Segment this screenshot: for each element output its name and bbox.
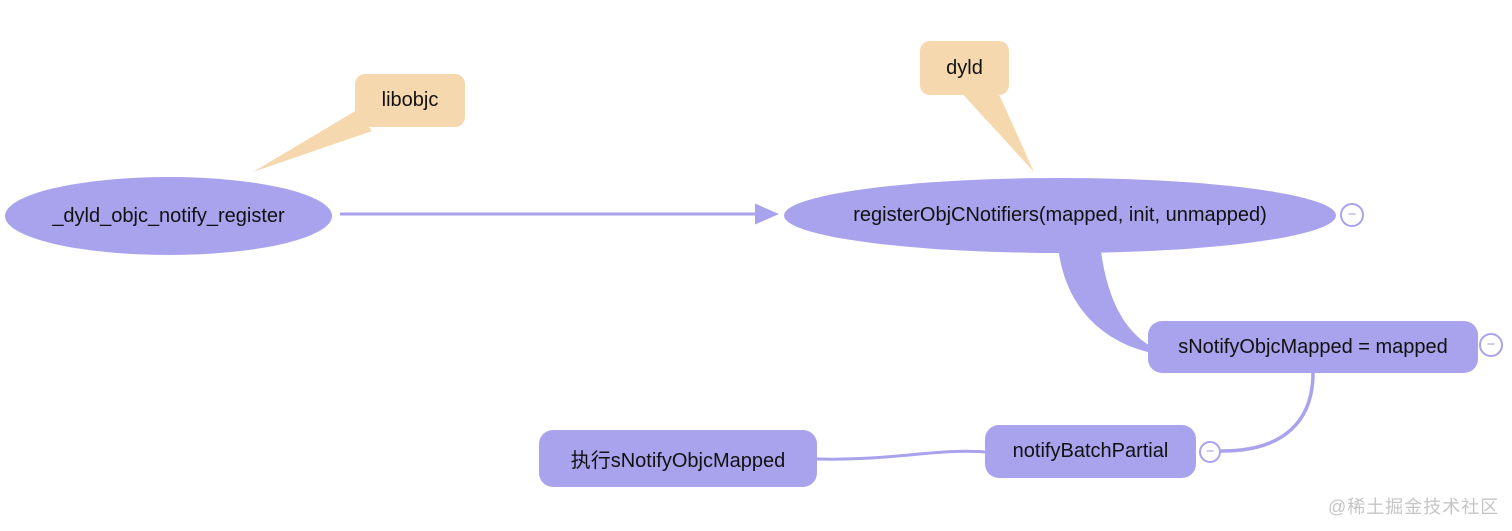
collapse-icon-register[interactable]: −	[1340, 203, 1364, 227]
callout-dyld-label: dyld	[946, 56, 983, 79]
callout-libobjc[interactable]: libobjc	[355, 74, 465, 127]
collapse-icon-batch[interactable]: −	[1199, 441, 1221, 463]
node-register-objc-notifiers[interactable]: registerObjCNotifiers(mapped, init, unma…	[784, 178, 1336, 253]
node-dyld-objc-notify-register[interactable]: _dyld_objc_notify_register	[5, 177, 332, 255]
edge-root-register-arrowhead	[755, 203, 779, 225]
node-exec-snotify-objc-mapped[interactable]: 执行sNotifyObjcMapped	[539, 430, 817, 487]
watermark: @稀土掘金技术社区	[1328, 497, 1500, 517]
collapse-icon-snotify[interactable]: −	[1479, 333, 1503, 357]
node-notify-batch-partial-label: notifyBatchPartial	[1012, 440, 1169, 462]
edge-batch-exec	[815, 449, 987, 461]
edge-snotify-batch	[1220, 371, 1315, 453]
node-register-objc-notifiers-label: registerObjCNotifiers(mapped, init, unma…	[853, 204, 1267, 226]
callout-libobjc-label: libobjc	[381, 89, 439, 111]
node-notify-batch-partial[interactable]: notifyBatchPartial	[985, 425, 1196, 478]
callout-tail-libobjc	[253, 110, 372, 172]
node-exec-snotify-objc-mapped-label: 执行sNotifyObjcMapped	[570, 450, 786, 472]
node-snotify-objc-mapped-label: sNotifyObjcMapped = mapped	[1178, 335, 1448, 358]
callout-tail-dyld	[958, 89, 1034, 172]
node-snotify-objc-mapped[interactable]: sNotifyObjcMapped = mapped	[1148, 321, 1478, 373]
callout-dyld[interactable]: dyld	[920, 41, 1009, 95]
edge-register-snotify	[1058, 244, 1152, 352]
node-dyld-objc-notify-register-label: _dyld_objc_notify_register	[52, 204, 285, 227]
